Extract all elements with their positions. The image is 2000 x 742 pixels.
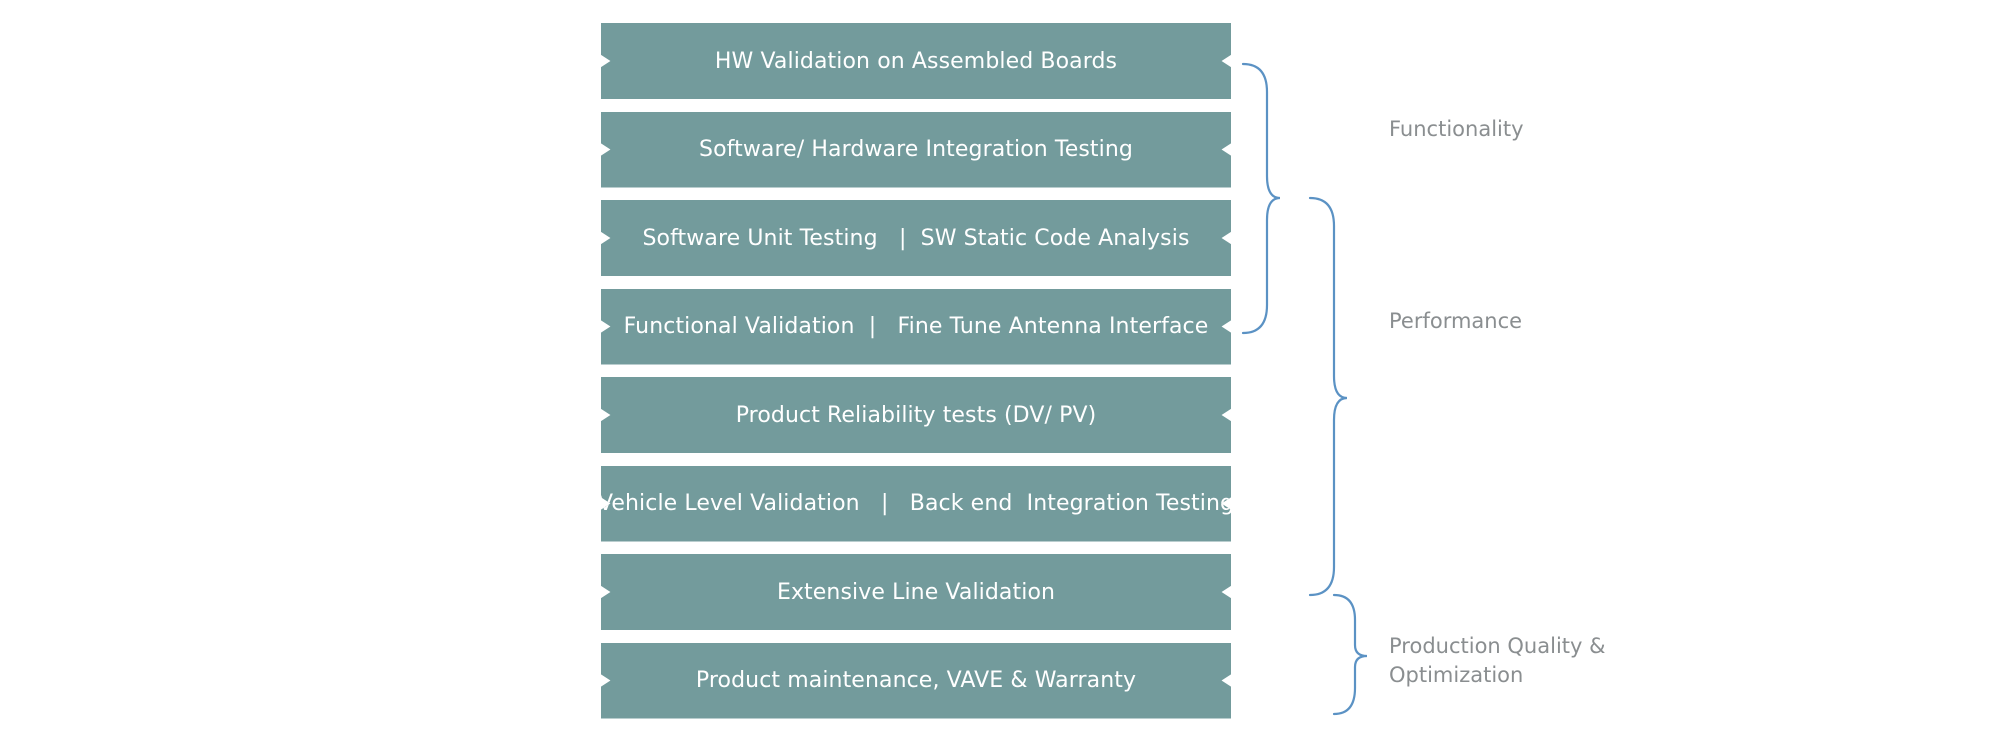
stage-stack: HW Validation on Assembled Boards Softwa… bbox=[601, 23, 1231, 731]
stage-band-hw-validation: HW Validation on Assembled Boards bbox=[601, 23, 1231, 99]
group-label-line-1: Production Quality & bbox=[1389, 634, 1606, 658]
group-label-production-quality: Production Quality & Optimization bbox=[1389, 632, 1606, 690]
brace-performance bbox=[1308, 196, 1348, 597]
stage-label: HW Validation on Assembled Boards bbox=[714, 48, 1118, 74]
stage-label: Product Reliability tests (DV/ PV) bbox=[735, 402, 1097, 428]
stage-band-sw-hw-integration: Software/ Hardware Integration Testing bbox=[601, 111, 1231, 188]
brace-production-quality bbox=[1332, 593, 1368, 716]
group-label-line-2: Optimization bbox=[1389, 663, 1524, 687]
stage-label: Extensive Line Validation bbox=[776, 579, 1056, 605]
stage-label: Software/ Hardware Integration Testing bbox=[699, 137, 1133, 162]
group-label-text: Performance bbox=[1389, 309, 1523, 333]
stage-band-line-validation: Extensive Line Validation bbox=[601, 554, 1231, 630]
stage-label: Product maintenance, VAVE & Warranty bbox=[695, 668, 1137, 693]
group-label-text: Functionality bbox=[1389, 117, 1524, 141]
stage-band-sw-unit-testing: Software Unit Testing | SW Static Code A… bbox=[601, 200, 1231, 276]
group-label-functionality: Functionality bbox=[1389, 115, 1524, 144]
stage-label: Software Unit Testing | SW Static Code A… bbox=[642, 225, 1190, 251]
stage-label: Vehicle Level Validation | Back end Inte… bbox=[597, 491, 1235, 516]
stage-band-functional-validation: Functional Validation | Fine Tune Antenn… bbox=[601, 288, 1231, 365]
stage-band-maintenance: Product maintenance, VAVE & Warranty bbox=[601, 642, 1231, 719]
stage-band-vehicle-validation: Vehicle Level Validation | Back end Inte… bbox=[597, 465, 1235, 542]
group-label-performance: Performance bbox=[1389, 307, 1522, 336]
stage-band-reliability-tests: Product Reliability tests (DV/ PV) bbox=[601, 377, 1231, 453]
stage-label: Functional Validation | Fine Tune Antenn… bbox=[623, 314, 1209, 339]
brace-functionality bbox=[1241, 62, 1281, 335]
